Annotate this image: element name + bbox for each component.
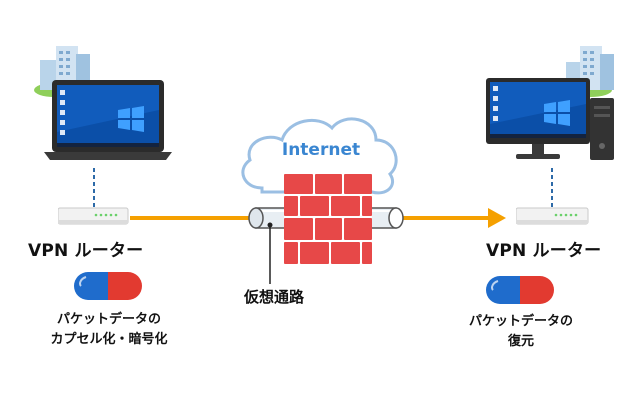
- right-caption-line2: 復元: [507, 334, 534, 349]
- left-caption: パケットデータの カプセル化・暗号化: [34, 310, 184, 350]
- right-desktop-icon: [486, 78, 614, 160]
- flow-arrow-head: [488, 208, 506, 228]
- left-caption-line1: パケットデータの: [56, 312, 161, 327]
- left-laptop-icon: [44, 80, 172, 160]
- left-router-icon: [58, 207, 129, 225]
- right-caption: パケットデータの 復元: [446, 312, 596, 352]
- right-router-label: VPN ルーター: [486, 241, 602, 261]
- right-capsule-icon: [486, 276, 554, 304]
- firewall-icon: [284, 172, 372, 266]
- left-router-label: VPN ルーター: [28, 241, 144, 261]
- left-caption-line2: カプセル化・暗号化: [50, 332, 168, 347]
- tunnel-label: 仮想通路: [244, 288, 305, 306]
- internet-label: Internet: [282, 140, 360, 160]
- right-router-icon: [516, 207, 589, 225]
- right-caption-line1: パケットデータの: [468, 314, 573, 329]
- left-capsule-icon: [74, 272, 142, 300]
